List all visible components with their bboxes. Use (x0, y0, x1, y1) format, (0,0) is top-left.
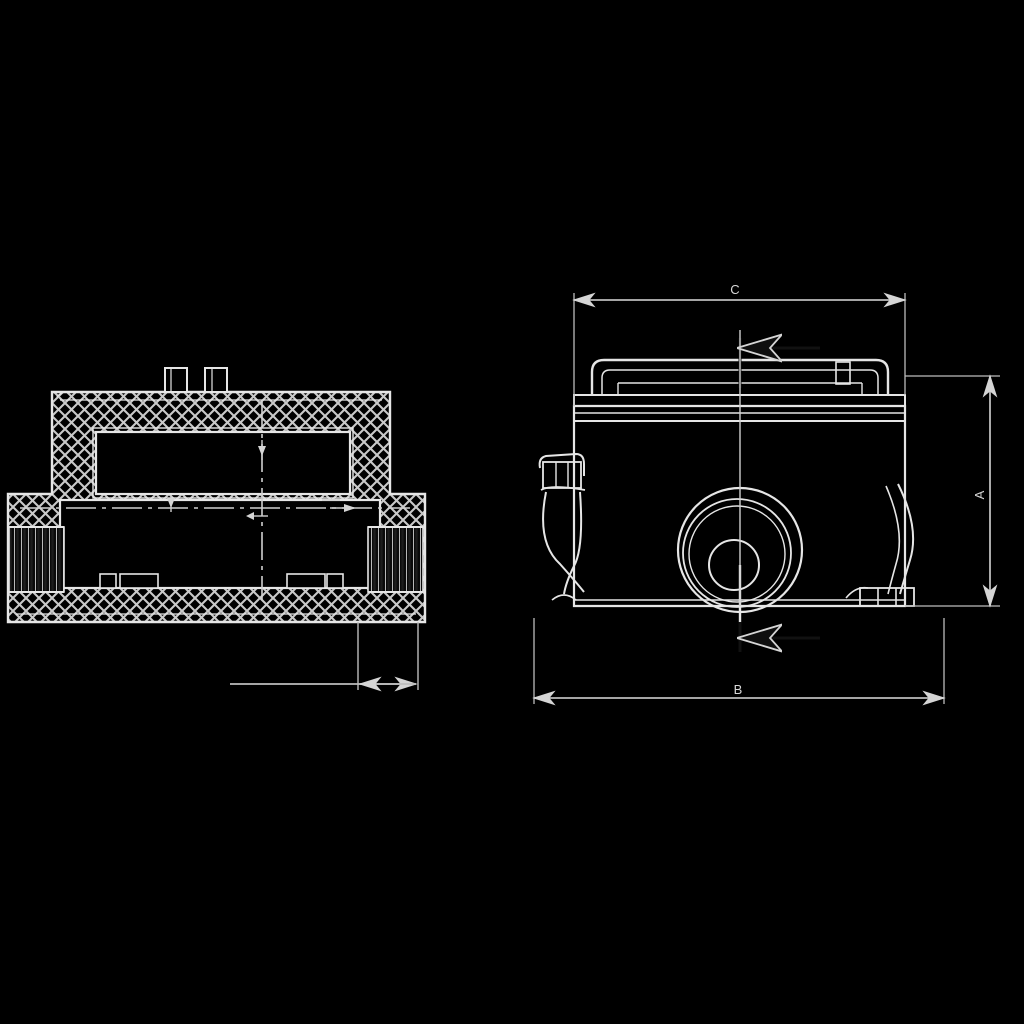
floor-bracket (326, 573, 344, 589)
side-nozzle (538, 452, 586, 601)
dim-a: A (905, 374, 1000, 608)
dim-d (230, 622, 419, 692)
right-threaded-port (367, 526, 424, 593)
outer-profile-details (16, 391, 416, 615)
internal-cavities (58, 427, 382, 590)
lower-leader-arrow (740, 622, 820, 652)
foot-inner (885, 485, 901, 595)
nozzle-cap (538, 452, 585, 476)
foot-outer (897, 483, 915, 595)
dim-b-label: B (734, 682, 743, 697)
dim-b: B (532, 618, 946, 706)
nozzle-body-right (563, 491, 583, 595)
bore-ring-inner (688, 505, 786, 603)
nozzle-body-left (542, 491, 585, 593)
top-lug-right (204, 367, 228, 393)
side-view: C B A (532, 282, 1000, 706)
floor-bracket (99, 573, 117, 589)
cover-latch (835, 361, 851, 385)
floor-bracket-group (99, 573, 344, 589)
foot-fillet (845, 586, 869, 599)
mounting-foot-right (845, 483, 915, 607)
bore-hole (708, 539, 760, 591)
dim-c: C (572, 282, 907, 406)
section-view (6, 367, 427, 692)
floor-bracket (119, 573, 159, 589)
top-lug-left (164, 367, 188, 393)
upper-chamber (94, 430, 352, 496)
internal-dimension-markers (167, 440, 356, 520)
upper-chamber-outline (92, 427, 354, 499)
corner-fillet-tl (56, 391, 67, 398)
dim-c-label: C (730, 282, 739, 297)
dim-a-label: A (972, 490, 987, 499)
nozzle-shoulder (540, 486, 586, 491)
floor-bracket (286, 573, 326, 589)
left-threaded-port (8, 526, 65, 593)
nozzle-foot (551, 594, 577, 601)
